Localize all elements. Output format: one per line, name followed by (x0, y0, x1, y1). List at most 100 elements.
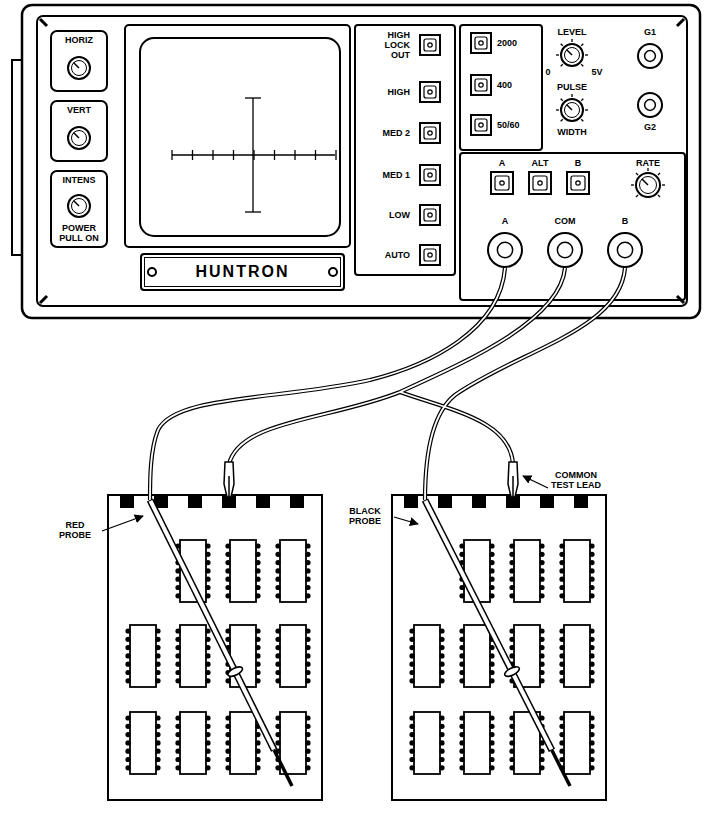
knob-tick (658, 195, 660, 197)
ic-chip (514, 540, 540, 602)
knob-tick (585, 109, 588, 110)
knob-pointer (642, 179, 648, 185)
ic-pin (175, 577, 180, 582)
ic-pin (155, 662, 160, 667)
knob-pointer (74, 63, 80, 69)
ic-pin (509, 749, 514, 754)
ic-pin (125, 637, 130, 642)
lead-cable (150, 268, 505, 500)
ic-pin (459, 645, 464, 650)
ic-pin (255, 552, 260, 557)
ic-pin (275, 724, 280, 729)
ic-pin (175, 749, 180, 754)
button-frame (420, 82, 440, 102)
ic-pin (509, 568, 514, 573)
ic-pin (559, 577, 564, 582)
ic-pin (305, 757, 310, 762)
ic-pin (559, 653, 564, 658)
button-dot (500, 181, 504, 185)
ic-pin (439, 765, 444, 770)
ic-pin (509, 552, 514, 557)
graticule-tick (274, 150, 275, 160)
ic-pin (125, 765, 130, 770)
ic-pin (539, 585, 544, 590)
control-box: INTENSPOWER PULL ON (50, 170, 108, 248)
button-dot (479, 41, 483, 45)
probe-tip (274, 750, 292, 786)
ic-pin (125, 740, 130, 745)
ic-pin (225, 724, 230, 729)
jack-rim (548, 233, 582, 267)
ic-pin (205, 637, 210, 642)
clip-body (224, 462, 234, 497)
ic-pin (489, 757, 494, 762)
lead-cable-core (425, 268, 625, 500)
ic-pin (459, 552, 464, 557)
ic-pin (589, 724, 594, 729)
ic-pin (305, 662, 310, 667)
ic-pin (439, 645, 444, 650)
ic-pin (275, 715, 280, 720)
ic-pin (175, 740, 180, 745)
knob-tick (556, 109, 559, 110)
ic-pin (255, 568, 260, 573)
ic-pin (305, 670, 310, 675)
ic-pin (275, 568, 280, 573)
ic-pin (125, 715, 130, 720)
ic-pin (205, 670, 210, 675)
ic-pin (539, 543, 544, 548)
ic-pin (225, 740, 230, 745)
nameplate-screw (148, 268, 156, 276)
ic-pin (125, 653, 130, 658)
ic-pin (255, 670, 260, 675)
ic-pin (509, 765, 514, 770)
ic-pin (589, 585, 594, 590)
knob-tick (581, 119, 583, 121)
probe-guard (226, 665, 243, 678)
ic-pin (589, 715, 594, 720)
ic-chip (280, 712, 306, 774)
ic-chip (230, 540, 256, 602)
knob-pointer (74, 133, 80, 139)
lead-cable-core (400, 392, 513, 464)
ic-pin (539, 552, 544, 557)
ic-pin (459, 724, 464, 729)
ic-pin (205, 765, 210, 770)
edge-connector-tab (540, 495, 554, 508)
ic-pin (489, 543, 494, 548)
ic-pin (409, 715, 414, 720)
control-knob (68, 57, 90, 79)
ic-pin (205, 757, 210, 762)
ic-pin (225, 560, 230, 565)
ic-pin (509, 543, 514, 548)
control-label: VERT (67, 105, 91, 115)
ic-pin (155, 670, 160, 675)
lead-cable (400, 392, 513, 464)
ic-chip (464, 712, 490, 774)
button-frame (420, 123, 440, 143)
ic-pin (489, 678, 494, 683)
ic-pin (509, 628, 514, 633)
ic-pin (125, 724, 130, 729)
graticule-tick (294, 150, 295, 160)
jack-socket (557, 242, 572, 257)
ic-pin (539, 662, 544, 667)
ic-pin (305, 724, 310, 729)
ic-pin (409, 670, 414, 675)
ic-pin (305, 552, 310, 557)
ic-pin (589, 543, 594, 548)
ic-pin (225, 637, 230, 642)
ic-pin (155, 628, 160, 633)
ic-pin (459, 543, 464, 548)
ic-pin (509, 593, 514, 598)
button-cap (475, 119, 487, 131)
push-button (529, 172, 551, 194)
lead-cable (229, 392, 400, 464)
knob-rim (561, 44, 583, 66)
ic-pin (155, 757, 160, 762)
test-probe (425, 500, 570, 786)
knob-cap (640, 177, 657, 194)
ic-pin (459, 757, 464, 762)
ic-pin (439, 662, 444, 667)
knob-tick (561, 99, 563, 101)
